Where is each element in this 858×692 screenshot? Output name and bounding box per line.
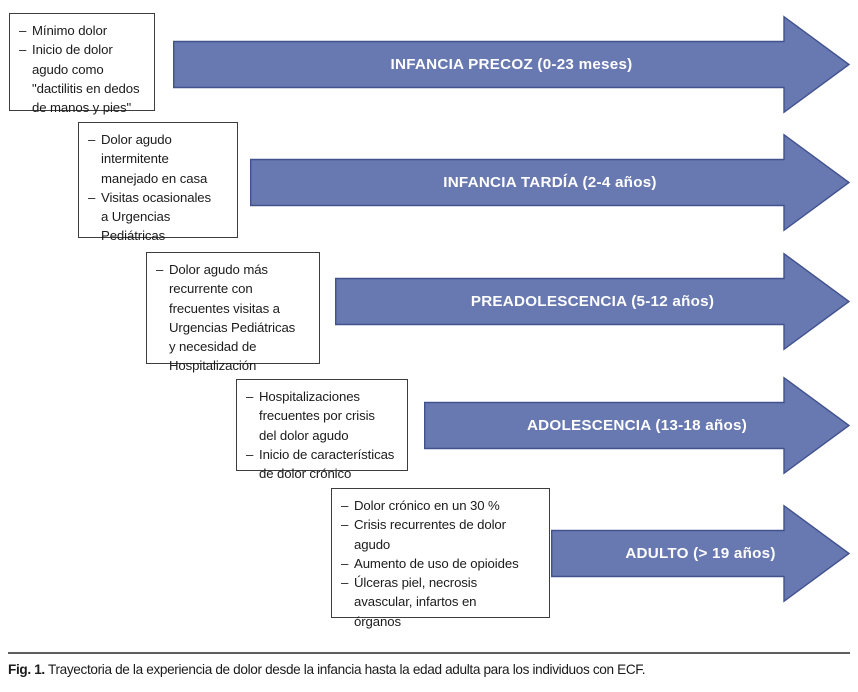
figure-caption-text: Trayectoria de la experiencia de dolor d… — [48, 662, 646, 677]
bullet-dash: – — [341, 555, 349, 571]
bullet-dash: – — [19, 42, 27, 58]
list-item-text: Inicio de dolor agudo como "dactilitis e… — [32, 42, 140, 116]
callout-adolescencia: –Hospitalizaciones frecuentes por crisis… — [236, 379, 408, 481]
list-item: –Visitas ocasionales a Urgencias Pediátr… — [88, 188, 229, 246]
list-item-text: Mínimo dolor — [32, 23, 108, 38]
bullet-list-adulto: –Dolor crónico en un 30 % –Crisis recurr… — [341, 496, 541, 631]
bullet-dash: – — [156, 262, 164, 277]
bullet-dash: – — [88, 189, 96, 205]
list-item-text: Úlceras piel, necrosis avascular, infart… — [354, 575, 478, 629]
list-item: –Aumento de uso de opioides — [341, 554, 541, 573]
list-item: –Inicio de dolor agudo como "dactilitis … — [19, 40, 146, 117]
arrow-adolescencia: ADOLESCENCIA (13-18 años) — [423, 376, 851, 475]
list-item: –Dolor agudo intermitente manejado en ca… — [88, 130, 229, 188]
bullet-list-preadolescencia: –Dolor agudo más recurrente con frecuent… — [156, 260, 311, 376]
list-item-text: Inicio de características de dolor cróni… — [259, 446, 395, 482]
figure-number: Fig. 1. — [8, 662, 45, 677]
list-item-text: Crisis recurrentes de dolor agudo — [354, 517, 506, 552]
arrow-infancia-tardia: INFANCIA TARDÍA (2-4 años) — [249, 133, 851, 232]
list-item: –Crisis recurrentes de dolor agudo — [341, 515, 541, 554]
list-item: –Inicio de características de dolor crón… — [246, 445, 399, 484]
list-item: –Úlceras piel, necrosis avascular, infar… — [341, 573, 541, 631]
bullet-list-infancia-precoz: –Mínimo dolor –Inicio de dolor agudo com… — [19, 21, 146, 117]
arrow-infancia-precoz: INFANCIA PRECOZ (0-23 meses) — [172, 15, 851, 114]
caption-divider — [8, 652, 850, 654]
list-item: –Mínimo dolor — [19, 21, 146, 40]
arrow-adulto: ADULTO (> 19 años) — [550, 504, 851, 603]
bullet-dash: – — [246, 446, 254, 462]
bullet-dash: – — [341, 498, 349, 513]
list-item-text: Aumento de uso de opioides — [354, 555, 519, 571]
bullet-dash: – — [341, 517, 349, 533]
list-item: –Dolor crónico en un 30 % — [341, 496, 541, 515]
bullet-dash: – — [246, 389, 254, 404]
list-item-text: Hospitalizaciones frecuentes por crisis … — [259, 389, 375, 443]
bullet-list-adolescencia: –Hospitalizaciones frecuentes por crisis… — [246, 387, 399, 483]
list-item-text: Dolor crónico en un 30 % — [354, 498, 500, 513]
arrow-preadolescencia: PREADOLESCENCIA (5-12 años) — [334, 252, 851, 351]
callout-infancia-tardia: –Dolor agudo intermitente manejado en ca… — [78, 122, 238, 243]
bullet-list-infancia-tardia: –Dolor agudo intermitente manejado en ca… — [88, 130, 229, 246]
list-item-text: Visitas ocasionales a Urgencias Pediátri… — [101, 189, 212, 244]
bullet-dash: – — [19, 23, 27, 38]
list-item-text: Dolor agudo intermitente manejado en cas… — [101, 132, 208, 186]
list-item: –Dolor agudo más recurrente con frecuent… — [156, 260, 311, 376]
bullet-dash: – — [341, 575, 349, 591]
callout-preadolescencia: –Dolor agudo más recurrente con frecuent… — [146, 252, 320, 373]
bullet-dash: – — [88, 132, 96, 147]
figure-caption: Fig. 1. Trayectoria de la experiencia de… — [8, 661, 853, 679]
list-item-text: Dolor agudo más recurrente con frecuente… — [169, 262, 296, 374]
callout-infancia-precoz: –Mínimo dolor –Inicio de dolor agudo com… — [9, 13, 155, 115]
list-item: –Hospitalizaciones frecuentes por crisis… — [246, 387, 399, 445]
callout-adulto: –Dolor crónico en un 30 % –Crisis recurr… — [331, 488, 550, 629]
